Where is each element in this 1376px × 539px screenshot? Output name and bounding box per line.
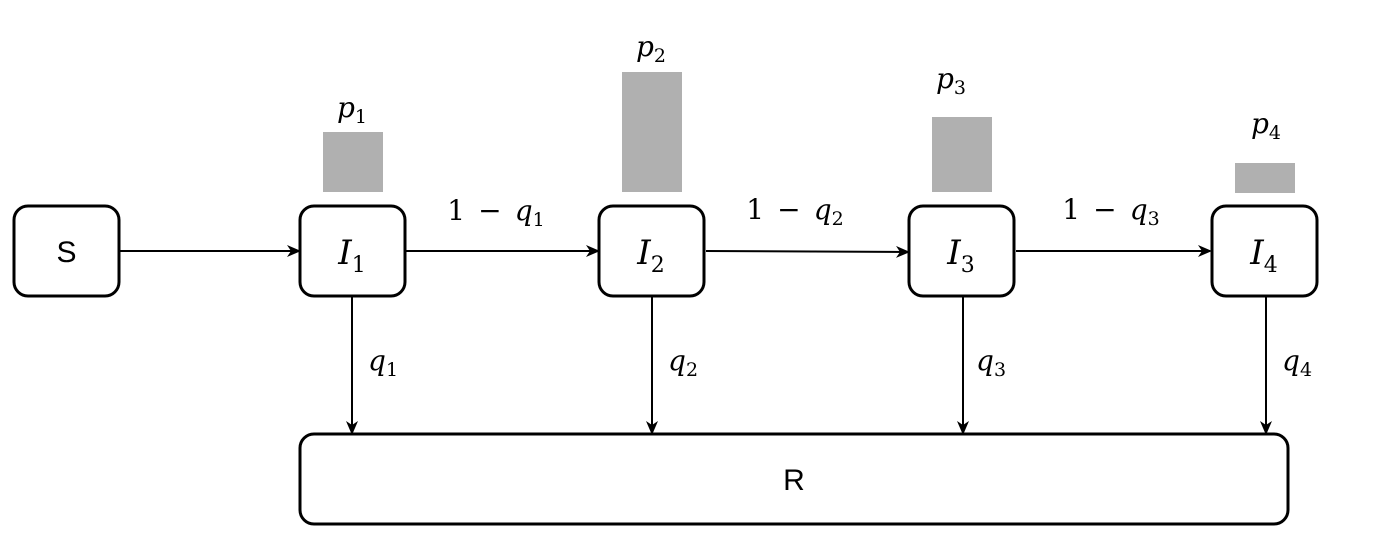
- node-i4-label: I4: [1249, 233, 1277, 278]
- label-one-minus-q2: 1 − q2: [746, 193, 844, 230]
- p3-label: p3: [936, 62, 966, 99]
- label-q4: q4: [1282, 344, 1312, 381]
- edge-i2-to-i3: [705, 245, 910, 258]
- node-i2: [597, 204, 706, 298]
- node-i3: [907, 204, 1016, 298]
- p4-bar: [1235, 163, 1295, 193]
- node-s: [12, 204, 121, 298]
- label-q2: q2: [668, 344, 698, 381]
- label-q1: q1: [368, 344, 398, 381]
- node-r: [298, 432, 1290, 526]
- p1-bar: [323, 132, 383, 192]
- node-i4: [1210, 204, 1319, 298]
- label-q3: q3: [976, 344, 1006, 381]
- p1-label: p1: [337, 91, 367, 128]
- node-r-label: R: [783, 464, 805, 497]
- node-i1-label: I1: [337, 233, 365, 278]
- label-one-minus-q3: 1 − q3: [1062, 193, 1160, 230]
- p2-bar: [622, 72, 682, 192]
- p3-bar: [932, 117, 992, 192]
- p4-label: p4: [1251, 107, 1281, 144]
- label-one-minus-q1: 1 − q1: [447, 194, 545, 231]
- node-i1: [298, 204, 407, 298]
- node-s-label: S: [56, 236, 76, 269]
- node-i3-label: I3: [946, 233, 974, 278]
- p2-label: p2: [636, 30, 666, 67]
- node-i2-label: I2: [636, 233, 664, 278]
